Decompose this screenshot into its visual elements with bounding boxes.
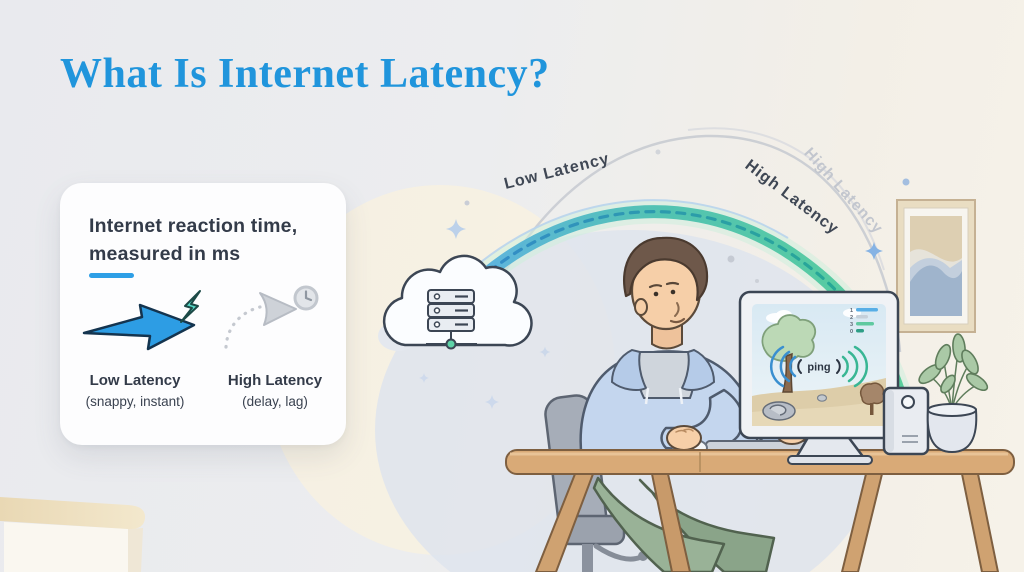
card-heading-line2: measured in ms [89,242,241,265]
card-heading-line1: Internet reaction time, [89,215,298,237]
person-tshirt [635,351,696,399]
high-latency-label: High Latency [227,372,323,389]
sparkles [419,149,910,409]
ping-waves-icon [770,345,868,388]
speed-arrow [82,303,196,351]
drawstring [678,387,684,405]
clock-hands [304,290,313,302]
person-ear [634,298,648,316]
low-latency-label-block: Low Latency (snappy, instant) [66,372,204,410]
power-button-icon [901,395,915,409]
gray-arrowhead [259,292,297,326]
hud-bar [856,329,864,333]
person-mouth [669,317,686,324]
card-heading: Internet reaction time, measured in ms [89,213,325,268]
high-latency-label-block: High Latency (delay, lag) [214,372,336,410]
dot [755,279,759,283]
pot-rim [927,403,977,417]
desk-top [505,449,1015,475]
frame-art-sand [910,216,962,262]
pc-tower [882,386,930,456]
accent-underline [89,273,134,278]
lightning-bolt-icon [180,290,201,323]
frame-art-hill-front [910,265,962,316]
screen-tree-brown [859,382,886,405]
hood-flap-right [680,348,716,391]
potted-plant [918,333,989,454]
person-nose [674,302,680,317]
hud-bar [856,315,868,319]
person-eyebrow [648,284,663,289]
person-eyebrow [665,281,680,286]
hud-rank: 3 [850,322,853,328]
ping-label: ping [807,362,830,374]
hud-bar [856,322,874,326]
high-latency-sublabel: (delay, lag) [242,393,308,409]
low-latency-label: Low Latency [89,372,181,389]
chair-column [582,544,593,572]
low-latency-arrow-bolt-icon [82,290,201,351]
monitor-base [787,455,873,465]
server-rack [427,289,475,332]
person-hair [623,236,709,302]
dot [655,149,661,155]
hood-flap-left [610,348,648,391]
person-leg-near [592,476,726,572]
desk [505,449,1015,572]
person-eye [670,289,676,295]
person-eye [653,291,659,297]
page-title: What Is Internet Latency? [60,51,550,97]
low-latency-sublabel: (snappy, instant) [85,393,185,409]
dot [464,200,470,206]
dashed-tail [224,305,262,349]
cloud-server-icon [382,254,533,350]
monitor: ping 1 2 3 0 [738,290,900,465]
hud-rank: 1 [850,308,853,314]
dot [727,255,735,263]
screen-stone [816,394,828,402]
network-node [445,338,457,350]
high-latency-dashed-arrow-clock-icon [224,285,319,349]
dot [902,178,910,186]
chair-lever [593,543,644,562]
info-card: Internet reaction time, measured in ms L… [60,183,346,445]
hud-bar [856,308,878,312]
hud-rank: 2 [850,315,853,321]
cabinet [0,497,146,572]
desk-leg [960,473,1000,572]
hud-list: 1 2 3 0 [850,308,878,335]
drawstring [644,387,650,405]
plant-leaves [918,333,989,394]
hud-rank: 0 [850,329,853,335]
picture-frame [896,199,976,333]
